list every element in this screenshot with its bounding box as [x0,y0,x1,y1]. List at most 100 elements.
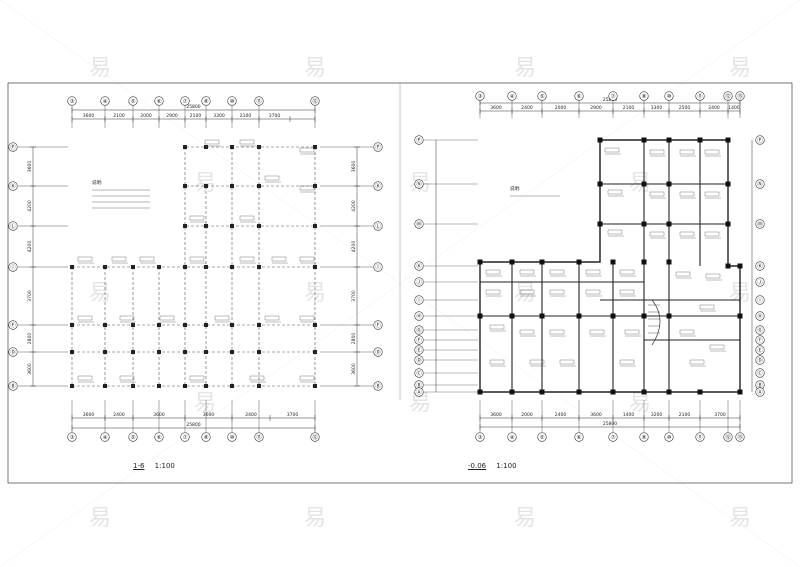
right-rebar-annotation [585,289,601,295]
left-bottom-axis-label: ⑧ [204,435,209,441]
left-beam-annotation [249,375,265,381]
right-row-axis-right-circle [755,311,765,321]
right-top-axis-label: ⑦ [611,93,616,100]
left-row-axis-label: Ⓕ [10,321,16,329]
left-row-axis-label: Ⓑ [10,382,16,390]
right-column [725,181,731,187]
left-bottom-axis-circle [154,432,164,442]
right-rebar-annotation [519,329,535,335]
right-rebar-annotation [709,344,725,350]
right-column [666,389,672,395]
watermark-glyph: 易 [304,506,326,531]
right-row-axis-right-label: Ⓓ [757,356,763,364]
left-row-axis-right-label: Ⓘ [375,263,381,271]
right-row-axis-circle [414,335,424,345]
right-rebar-annotation [485,289,501,295]
left-row-axis-label: Ⓘ [10,263,16,271]
right-column [597,137,603,143]
right-row-axis-right-label: Ⓗ [757,312,763,320]
left-column [103,384,107,388]
left-bottom-axis-label: ⑦ [183,434,188,441]
right-top-axis-label: ⑧ [642,94,647,100]
right-column [477,313,483,319]
left-bottom-axis-label: ④ [103,435,108,441]
watermark-glyph: 易 [89,506,111,531]
right-rebar-annotation [485,269,501,275]
right-rebar-annotation [704,149,720,155]
right-top-dim-value: 2400 [521,105,533,111]
right-column [576,259,582,265]
right-column [477,259,483,265]
right-row-axis-right-circle [755,277,765,287]
right-row-axis-circle [414,277,424,287]
left-column [313,184,317,188]
left-column [204,184,208,188]
left-column [313,265,317,269]
right-bottom-dim-value: 2000 [521,412,533,418]
left-bottom-dim-value: 3600 [203,412,215,418]
left-bottom-axis-circle [254,432,264,442]
left-row-axis-circle [8,221,18,231]
left-row-axis-right-label: Ⓑ [375,382,381,390]
left-beam-annotation [189,256,205,262]
left-top-axis-circle [310,96,320,106]
left-beam-annotation [299,147,315,153]
right-row-axis-right-label: Ⓖ [757,326,763,334]
right-top-axis-label: ③ [478,94,483,100]
left-bottom-dim-value: 3700 [287,412,299,418]
right-bottom-dim-value: 3200 [651,412,663,418]
right-row-axis-right-label: Ⓒ [757,369,763,377]
right-plan-title-text: -0.06 [468,462,487,470]
right-column [641,259,647,265]
right-rebar-annotation [529,359,545,365]
right-column [737,263,743,269]
left-column [131,265,135,269]
left-row-axis-right-circle [373,320,383,330]
right-top-axis-circle [735,91,745,101]
left-beam-annotation [271,256,287,262]
left-top-dim-value: 2000 [140,113,152,119]
right-rebar-annotation [624,329,640,335]
left-column [313,384,317,388]
right-row-axis-right-circle [755,368,765,378]
left-column [257,323,261,327]
right-rebar-annotation [489,324,505,330]
left-vdim-right-value: 3600 [351,363,357,375]
left-bottom-axis-label: ⑩ [230,434,235,441]
right-bottom-axis-label: ⑥ [577,435,582,441]
left-top-dim-value: 3600 [83,113,95,119]
right-bottom-axis-circle [574,432,584,442]
left-column [103,323,107,327]
right-row-axis-right-label: Ⓟ [757,136,763,144]
right-column [641,389,647,395]
left-row-axis-right-label: Ⓛ [375,222,381,230]
left-beam-annotation [239,139,255,145]
right-rebar-annotation [549,269,565,275]
right-row-axis-label: Ⓟ [416,136,422,144]
left-column [103,265,107,269]
right-row-axis-label: Ⓑ [416,381,422,389]
right-row-axis-right-circle [755,295,765,305]
right-column [597,221,603,227]
left-bottom-axis-circle [201,432,211,442]
right-row-axis-circle [414,261,424,271]
right-top-dim-value: 3300 [651,105,663,111]
right-row-axis-right-circle [755,261,765,271]
right-bottom-total-value: 25800 [603,421,617,427]
left-bottom-axis-circle [227,432,237,442]
left-vdim-right-value: 2800 [351,333,357,345]
right-building-outline [479,139,741,393]
left-top-dim-value: 2100 [190,113,202,119]
right-column [539,259,545,265]
right-row-axis-right-circle [755,179,765,189]
left-beam-annotation [189,215,205,221]
right-row-axis-right-circle [755,387,765,397]
right-top-axis-circle [723,91,733,101]
left-column [204,145,208,149]
left-top-dim-value: 3700 [269,113,281,119]
right-top-axis-circle [574,91,584,101]
left-column [183,224,187,228]
right-bottom-axis-circle [507,432,517,442]
watermark-glyph: 易 [89,281,111,306]
